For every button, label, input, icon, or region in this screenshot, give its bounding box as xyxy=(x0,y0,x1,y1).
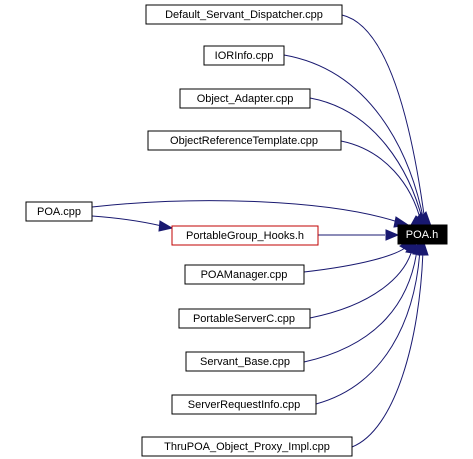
node-object-reference-template[interactable]: ObjectReferenceTemplate.cpp xyxy=(147,130,342,151)
node-iorinfo[interactable]: IORInfo.cpp xyxy=(203,45,285,66)
node-label: ServerRequestInfo.cpp xyxy=(188,399,301,411)
node-label: IORInfo.cpp xyxy=(215,50,274,62)
edge-poa-cpp-to-poa-h xyxy=(91,200,399,223)
node-object-adapter[interactable]: Object_Adapter.cpp xyxy=(179,88,311,109)
node-default-servant-dispatcher[interactable]: Default_Servant_Dispatcher.cpp xyxy=(145,4,343,25)
node-label: POA.h xyxy=(406,229,438,241)
node-label: ObjectReferenceTemplate.cpp xyxy=(170,135,318,147)
arrowhead-upper-cluster-3 xyxy=(417,211,432,227)
edge-serverrequestinfo-to-poa-h xyxy=(315,249,421,405)
edge-poa-cpp-to-portablegroup-hooks xyxy=(91,215,163,227)
arrowhead-from-poa-cpp-to-hooks xyxy=(158,220,174,232)
edge-thrupoa-to-poa-h xyxy=(351,249,424,448)
node-label: ThruPOA_Object_Proxy_Impl.cpp xyxy=(164,441,330,453)
edge-portableserverc-to-poa-h xyxy=(309,249,413,319)
node-poa-cpp[interactable]: POA.cpp xyxy=(25,201,93,222)
node-label: POA.cpp xyxy=(37,206,81,218)
arrowheads xyxy=(158,211,432,256)
node-label: PortableGroup_Hooks.h xyxy=(186,230,304,242)
arrowhead-lower-cluster-4 xyxy=(417,238,429,256)
edge-default-servant-dispatcher-to-poa-h xyxy=(341,14,426,223)
edge-iorinfo-to-poa-h xyxy=(283,54,425,223)
node-label: Default_Servant_Dispatcher.cpp xyxy=(165,9,323,21)
node-thrupoa-object-proxy-impl[interactable]: ThruPOA_Object_Proxy_Impl.cpp xyxy=(141,436,353,457)
arrowhead-from-portablegroup-hooks xyxy=(385,229,400,241)
edges xyxy=(91,14,426,448)
node-label: Servant_Base.cpp xyxy=(200,356,290,368)
edge-object-reference-template-to-poa-h xyxy=(340,140,422,223)
edge-servant-base-to-poa-h xyxy=(303,249,418,363)
node-serverrequestinfo[interactable]: ServerRequestInfo.cpp xyxy=(171,394,317,415)
node-label: POAManager.cpp xyxy=(201,269,288,281)
node-poa-h-target[interactable]: POA.h xyxy=(397,224,448,245)
node-label: Object_Adapter.cpp xyxy=(197,93,294,105)
node-poamanager[interactable]: POAManager.cpp xyxy=(184,264,305,285)
node-label: PortableServerC.cpp xyxy=(193,313,295,325)
edge-object-adapter-to-poa-h xyxy=(309,97,424,223)
node-portableserverc[interactable]: PortableServerC.cpp xyxy=(178,308,311,329)
node-portablegroup-hooks[interactable]: PortableGroup_Hooks.h xyxy=(171,225,319,246)
edge-poamanager-to-poa-h xyxy=(303,247,406,273)
node-servant-base[interactable]: Servant_Base.cpp xyxy=(185,351,305,372)
